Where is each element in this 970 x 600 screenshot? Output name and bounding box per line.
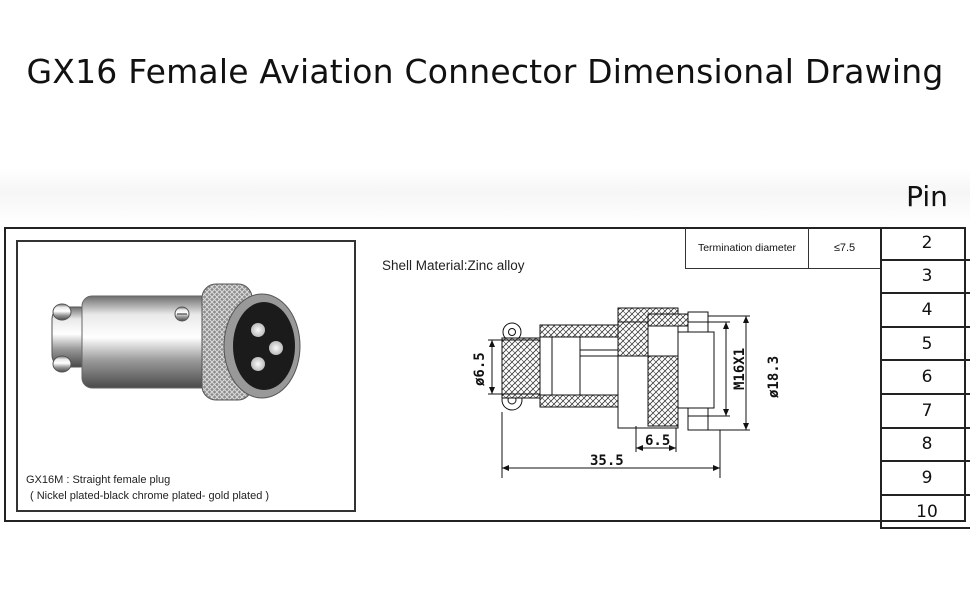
termination-diameter-label: Termination diameter [686, 228, 809, 268]
pin-row: 7 [882, 395, 970, 429]
pin-row: 10 [882, 496, 970, 530]
background-band [0, 168, 970, 224]
dim-inner-diameter: ø6.5 [472, 352, 488, 386]
dim-thread: M16X1 [732, 348, 748, 390]
dim-total-length: 35.5 [590, 453, 624, 469]
pin-row: 6 [882, 361, 970, 395]
pin-row: 2 [882, 227, 970, 261]
shell-material-label: Shell Material:Zinc alloy [382, 258, 525, 273]
dim-face-length: 6.5 [645, 433, 670, 449]
dimensional-drawing: ø6.5 M16X1 ø18.3 6.5 35.5 [472, 307, 782, 478]
termination-diameter-table: Termination diameter ≤7.5 [685, 228, 881, 269]
connector-photo [51, 283, 301, 401]
product-caption-plating: ( Nickel plated-black chrome plated- gol… [30, 490, 270, 502]
dim-outer-diameter: ø18.3 [766, 356, 782, 398]
pin-count-column: 2 3 4 5 6 7 8 9 10 [880, 227, 970, 530]
product-caption-title: GX16M : Straight female plug [26, 474, 171, 486]
termination-diameter-value: ≤7.5 [833, 242, 856, 254]
product-photo-panel: GX16M : Straight female plug ( Nickel pl… [16, 240, 356, 512]
pin-row: 3 [882, 261, 970, 295]
pin-row: 5 [882, 328, 970, 362]
pin-row: 9 [882, 462, 970, 496]
pin-row: 8 [882, 429, 970, 463]
page-title: GX16 Female Aviation Connector Dimension… [26, 52, 944, 91]
pin-row: 4 [882, 294, 970, 328]
pin-column-header: Pin [906, 180, 948, 213]
